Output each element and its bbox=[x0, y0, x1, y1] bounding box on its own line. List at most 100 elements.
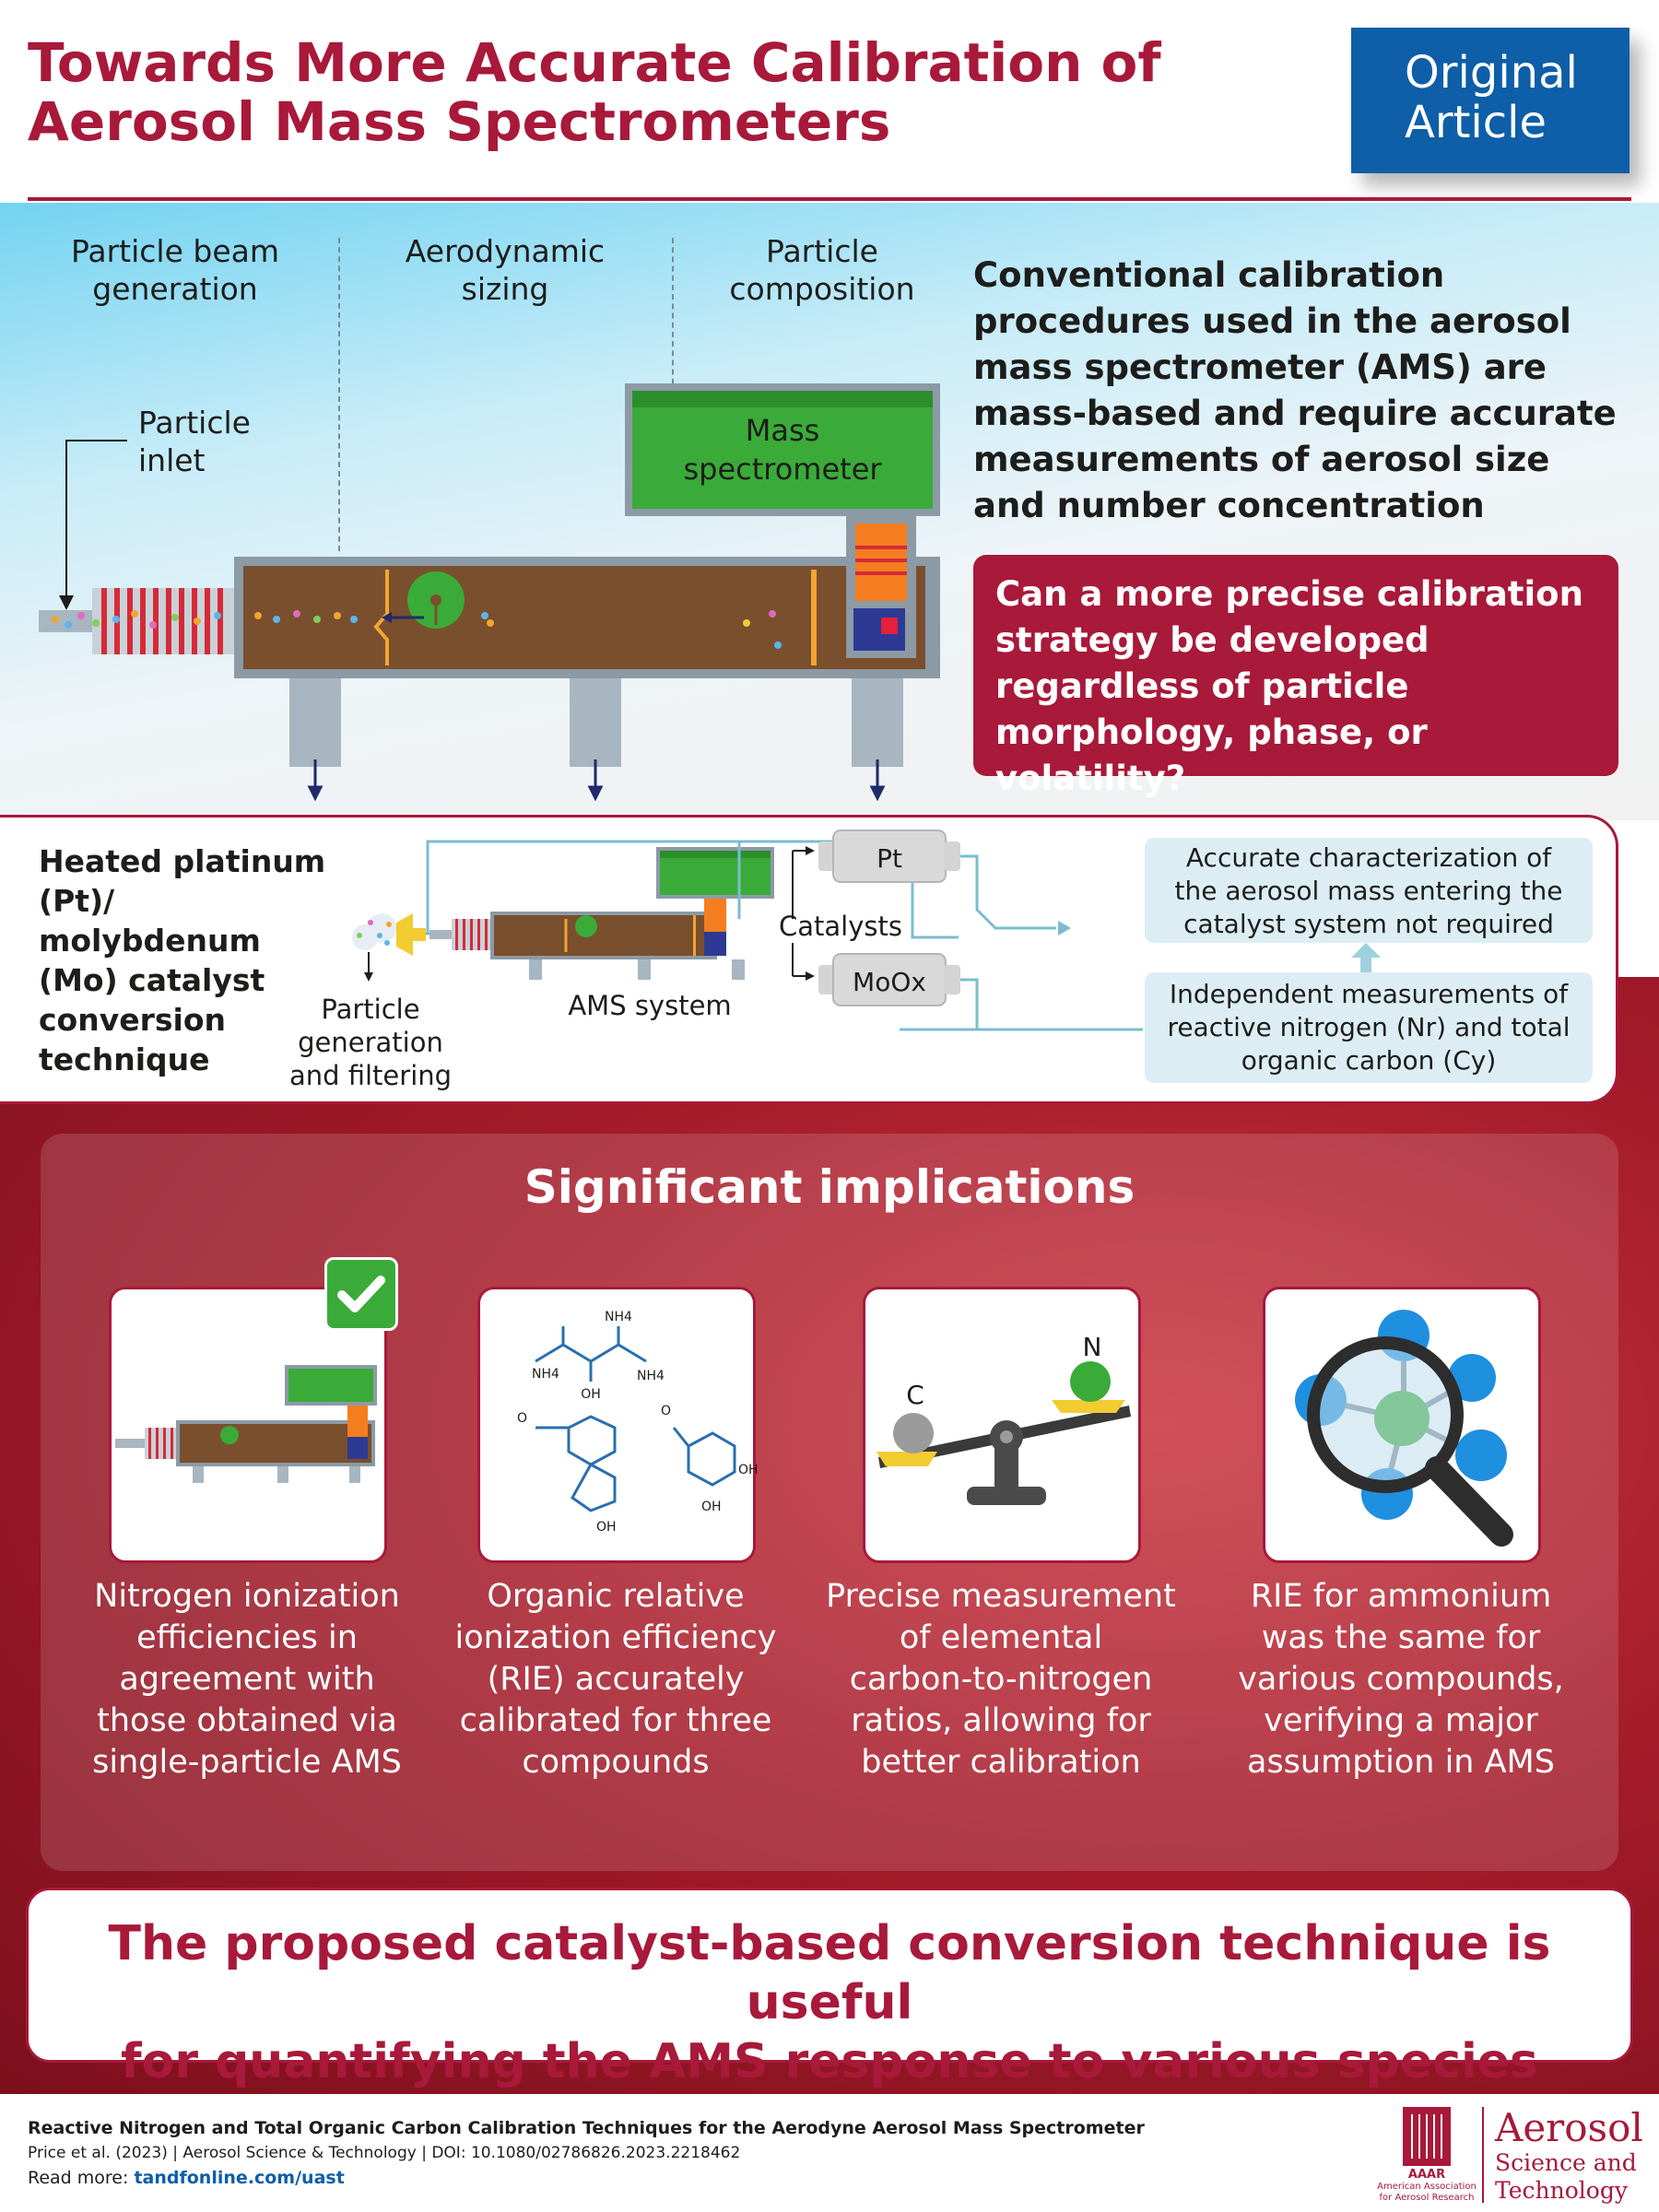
stage-divider-2 bbox=[672, 238, 674, 441]
journal-logo: Aerosol Science and Technology bbox=[1495, 2107, 1643, 2205]
implication-text-4: RIE for ammonium was the same for variou… bbox=[1217, 1576, 1585, 1783]
implication-text-3-line5: better calibration bbox=[861, 1744, 1141, 1781]
implication-text-4-line4: verifying a major bbox=[1264, 1702, 1538, 1739]
intro-statement: Conventional calibration procedures used… bbox=[973, 255, 1617, 525]
inlet-pointer-arrow bbox=[59, 595, 74, 610]
conclusion-line-2: for quantifying the AMS response to vari… bbox=[120, 2034, 1538, 2089]
research-question: Can a more precise calibration strategy … bbox=[973, 555, 1618, 798]
implication-text-1: Nitrogen ionization efficiencies in agre… bbox=[63, 1576, 431, 1783]
implication-card-1 bbox=[109, 1287, 387, 1563]
chopper bbox=[373, 570, 389, 665]
stage-label-composition-line1: Particle bbox=[766, 233, 878, 269]
chemical-structures-icon: OH NH4 NH4 NH4 O OH OH OH O bbox=[517, 1310, 759, 1535]
sizing-arrow-head bbox=[382, 612, 392, 623]
svg-text:NH4: NH4 bbox=[637, 1369, 665, 1383]
implication-text-3-line4: ratios, allowing for bbox=[851, 1702, 1151, 1739]
journal-name-3: Technology bbox=[1495, 2177, 1628, 2204]
pt-catalyst-tube bbox=[818, 830, 960, 883]
implication-text-4-line2: was the same for bbox=[1261, 1619, 1541, 1656]
ams-diagram-section: Particle beam generation Aerodynamic siz… bbox=[0, 203, 1659, 820]
implication-card-2: OH NH4 NH4 NH4 O OH OH OH O bbox=[477, 1287, 759, 1563]
particle-generation-label-line3: and filtering bbox=[288, 1060, 453, 1091]
implication-text-1-line4: those obtained via bbox=[97, 1702, 397, 1739]
info-box-characterization: Accurate characterization of the aerosol… bbox=[1145, 838, 1593, 943]
vacuum-pump-1 bbox=[289, 678, 341, 767]
ams-instrument-illustration: Mass spectrometer bbox=[39, 383, 940, 802]
implication-card-4 bbox=[1263, 1287, 1541, 1563]
balance-scale-icon: C N bbox=[877, 1332, 1131, 1505]
stage-divider-1 bbox=[338, 238, 340, 551]
implication-text-2-line3: (RIE) accurately bbox=[487, 1661, 745, 1698]
read-more: Read more: tandfonline.com/uast bbox=[28, 2168, 345, 2188]
stage-label-composition-line2: composition bbox=[729, 271, 915, 307]
implication-text-1-line1: Nitrogen ionization bbox=[94, 1578, 400, 1615]
info-box-characterization-line2: the aerosol mass entering the bbox=[1174, 876, 1563, 906]
magnifier-molecule-icon bbox=[1295, 1310, 1513, 1547]
info-box-measurements: Independent measurements of reactive nit… bbox=[1145, 972, 1593, 1083]
stage-label-sizing-line2: sizing bbox=[461, 271, 549, 307]
stage-label-sizing: Aerodynamic sizing bbox=[396, 232, 614, 308]
svg-text:OH: OH bbox=[596, 1520, 617, 1535]
implication-text-2-line5: compounds bbox=[522, 1744, 710, 1781]
mass-spectrometer bbox=[632, 391, 933, 509]
implication-text-1-line3: agreement with bbox=[119, 1661, 375, 1698]
aaar-subtitle-1: American Association bbox=[1377, 2182, 1477, 2192]
footer-logo-divider bbox=[1482, 2107, 1484, 2203]
particle-beam bbox=[52, 610, 782, 649]
svg-text:NH4: NH4 bbox=[605, 1310, 632, 1324]
info-box-characterization-line1: Accurate characterization of bbox=[1185, 842, 1552, 873]
mini-ams-icon bbox=[115, 1365, 377, 1483]
scale-nitrogen-label: N bbox=[1083, 1332, 1102, 1362]
svg-text:OH: OH bbox=[738, 1463, 759, 1477]
aaar-logo: AAAR American Association for Aerosol Re… bbox=[1371, 2107, 1482, 2208]
footer: Reactive Nitrogen and Total Organic Carb… bbox=[0, 2094, 1659, 2212]
particle-inlet-label-line2: inlet bbox=[138, 442, 206, 478]
particle-generation-label: Particle generation and filtering bbox=[276, 993, 465, 1092]
catalysts-label: Catalysts bbox=[779, 911, 902, 942]
implication-text-4-line5: assumption in AMS bbox=[1247, 1744, 1555, 1781]
catalyst-technique-section: Heated platinum (Pt)/ molybdenum (Mo) ca… bbox=[0, 815, 1618, 1104]
svg-text:OH: OH bbox=[581, 1387, 601, 1402]
implication-text-1-line5: single-particle AMS bbox=[92, 1744, 402, 1781]
article-type-badge: Original Article bbox=[1351, 28, 1630, 173]
implication-text-2-line1: Organic relative bbox=[487, 1578, 745, 1615]
particle-generation-label-line2: generation bbox=[298, 1027, 443, 1058]
up-arrow-icon bbox=[1351, 943, 1381, 974]
badge-line-1: Original bbox=[1405, 47, 1578, 99]
journal-name-2: Science and bbox=[1495, 2149, 1637, 2176]
stage-label-beam-line1: Particle beam bbox=[70, 233, 280, 269]
implication-text-2: Organic relative ionization efficiency (… bbox=[431, 1576, 800, 1783]
header-divider bbox=[28, 197, 1631, 201]
ms-label-line2: spectrometer bbox=[683, 452, 882, 487]
svg-text:NH4: NH4 bbox=[532, 1367, 559, 1382]
vacuum-chamber bbox=[243, 566, 925, 669]
pump-arrows bbox=[307, 759, 886, 802]
title-line-1: Towards More Accurate Calibration of bbox=[28, 31, 1161, 94]
implication-text-3: Precise measurement of elemental carbon-… bbox=[817, 1576, 1185, 1783]
info-box-measurements-line3: organic carbon (Cy) bbox=[1241, 1045, 1497, 1076]
ams-system-label: AMS system bbox=[568, 990, 732, 1021]
stage-label-composition: Particle composition bbox=[719, 232, 925, 308]
catalyst-technique-title: Heated platinum (Pt)/ molybdenum (Mo) ca… bbox=[39, 843, 326, 1077]
journal-name-1: Aerosol bbox=[1495, 2105, 1643, 2150]
implication-text-2-line4: calibrated for three bbox=[459, 1702, 772, 1739]
header: Towards More Accurate Calibration of Aer… bbox=[0, 0, 1659, 201]
aaar-subtitle-2: for Aerosol Research bbox=[1379, 2193, 1475, 2203]
checkmark-icon bbox=[324, 1257, 398, 1331]
implication-text-4-line1: RIE for ammonium bbox=[1250, 1578, 1552, 1615]
particle-inlet-label-line1: Particle bbox=[138, 405, 251, 441]
particle-cloud-icon bbox=[352, 913, 396, 950]
info-box-measurements-line1: Independent measurements of bbox=[1169, 979, 1569, 1009]
conclusion-line-1: The proposed catalyst-based conversion t… bbox=[108, 1916, 1551, 2030]
read-more-link[interactable]: tandfonline.com/uast bbox=[134, 2168, 345, 2188]
read-more-label: Read more: bbox=[28, 2168, 129, 2188]
implication-text-3-line3: carbon-to-nitrogen bbox=[849, 1661, 1153, 1698]
vaporizer-plate-1 bbox=[811, 570, 817, 665]
particle-inlet-label: Particle inlet bbox=[138, 404, 251, 479]
implications-title: Significant implications bbox=[524, 1160, 1135, 1214]
vacuum-pump-2 bbox=[570, 678, 621, 767]
reference-citation: Price et al. (2023) | Aerosol Science & … bbox=[28, 2144, 741, 2162]
info-box-measurements-line2: reactive nitrogen (Nr) and total bbox=[1167, 1012, 1571, 1042]
mo-catalyst-tube bbox=[818, 953, 960, 1006]
implication-text-4-line3: various compounds, bbox=[1238, 1661, 1564, 1698]
